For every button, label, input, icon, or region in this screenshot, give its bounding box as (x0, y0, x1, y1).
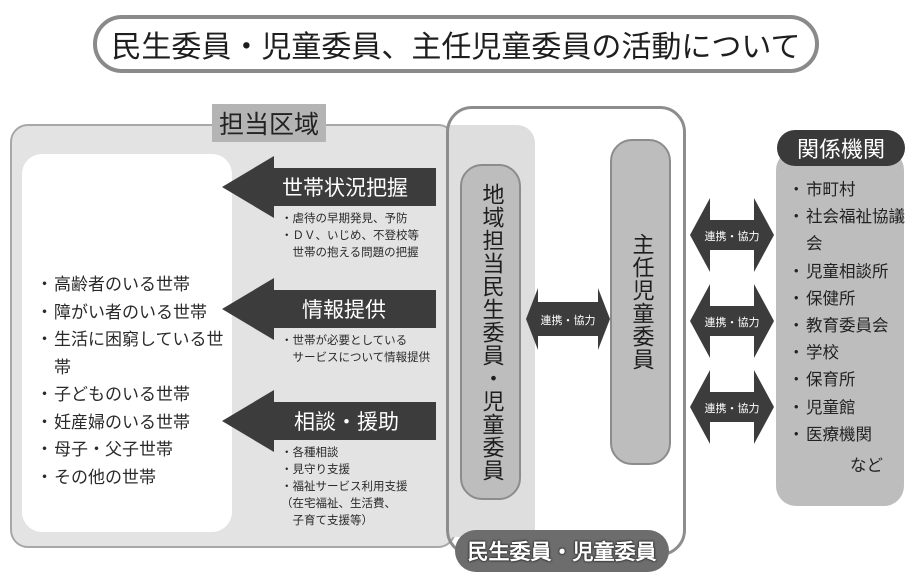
cooperation-arrow-org-1: 連携・協力 (690, 198, 774, 272)
activity-arrow-info: 情報提供 (222, 278, 436, 340)
organization-item: 学校 (788, 339, 906, 366)
household-item: その他の世帯 (36, 465, 232, 493)
cooperation-arrow-org-3: 連携・協力 (690, 370, 774, 444)
activity-label: 情報提供 (302, 298, 386, 322)
household-item: 生活に困窮している世帯 (36, 327, 232, 382)
household-item: 高齢者のいる世帯 (36, 272, 232, 300)
organization-item: 社会福祉協議会 (788, 203, 906, 257)
household-item: 障がい者のいる世帯 (36, 300, 232, 328)
organization-item: 児童相談所 (788, 258, 906, 285)
cooperation-arrow-org-2: 連携・協力 (690, 284, 774, 358)
cooperation-arrow-center: 連携・協力 (526, 288, 610, 350)
note-line: ・ＤＶ、いじめ、不登校等 (281, 228, 419, 242)
note-line: ・世帯が必要としている (281, 333, 408, 347)
left-arrow-icon (222, 390, 436, 452)
household-item: 妊産婦のいる世帯 (36, 410, 232, 438)
left-arrow-icon (222, 278, 436, 340)
activity-notes: ・世帯が必要としている サービスについて情報提供 (281, 332, 430, 366)
double-arrow-icon (690, 370, 774, 444)
activity-label: 世帯状況把握 (282, 176, 408, 200)
left-arrow-icon (222, 156, 436, 218)
note-line: ・福祉サービス利用支援 (281, 479, 408, 493)
note-line: ・各種相談 (281, 445, 339, 459)
local-member-label: 地域担当民生委員・児童委員 (478, 182, 504, 482)
organization-item: 保育所 (788, 366, 906, 393)
cooperation-label: 連携・協力 (704, 230, 760, 243)
activity-notes: ・各種相談 ・見守り支援 ・福祉サービス利用支援 （在宅福祉、生活費、 子育て支… (281, 444, 408, 529)
organization-item: 児童館 (788, 394, 906, 421)
double-arrow-icon (526, 288, 610, 350)
organizations-header: 関係機関 (777, 130, 905, 166)
local-member-pill: 地域担当民生委員・児童委員 (460, 164, 521, 500)
organization-item: 保健所 (788, 285, 906, 312)
double-arrow-icon (690, 198, 774, 272)
household-item: 母子・父子世帯 (36, 437, 232, 465)
committee-group-label: 民生委員・児童委員 (455, 530, 669, 572)
note-line: ・虐待の早期発見、予防 (281, 211, 408, 225)
chief-member-pill: 主任児童委員 (610, 139, 671, 465)
activity-label: 相談・援助 (294, 410, 399, 434)
organization-item: 医療機関 (788, 421, 906, 448)
note-line: 子育て支援等） (281, 513, 373, 527)
organization-list: 市町村 社会福祉協議会 児童相談所 保健所 教育委員会 学校 保育所 児童館 医… (788, 176, 906, 448)
organization-item: 市町村 (788, 176, 906, 203)
diagram-title: 民生委員・児童委員、主任児童委員の活動について (93, 15, 819, 73)
household-item: 子どものいる世帯 (36, 382, 232, 410)
activity-notes: ・虐待の早期発見、予防 ・ＤＶ、いじめ、不登校等 世帯の抱える問題の把握 (281, 210, 419, 261)
cooperation-label: 連携・協力 (704, 316, 760, 329)
cooperation-label: 連携・協力 (540, 314, 596, 327)
note-line: サービスについて情報提供 (281, 350, 431, 364)
organization-item: 教育委員会 (788, 312, 906, 339)
double-arrow-icon (690, 284, 774, 358)
service-area-label: 担当区域 (212, 104, 326, 142)
note-line: ・見守り支援 (281, 462, 350, 476)
cooperation-label: 連携・協力 (704, 402, 760, 415)
activity-arrow-consult: 相談・援助 (222, 390, 436, 452)
note-line: （在宅福祉、生活費、 (281, 496, 396, 510)
organizations-etc: など (850, 456, 883, 475)
household-list: 高齢者のいる世帯 障がい者のいる世帯 生活に困窮している世帯 子どものいる世帯 … (36, 272, 232, 492)
note-line: 世帯の抱える問題の把握 (281, 245, 419, 259)
activity-arrow-status: 世帯状況把握 (222, 156, 436, 218)
chief-member-label: 主任児童委員 (628, 233, 654, 371)
